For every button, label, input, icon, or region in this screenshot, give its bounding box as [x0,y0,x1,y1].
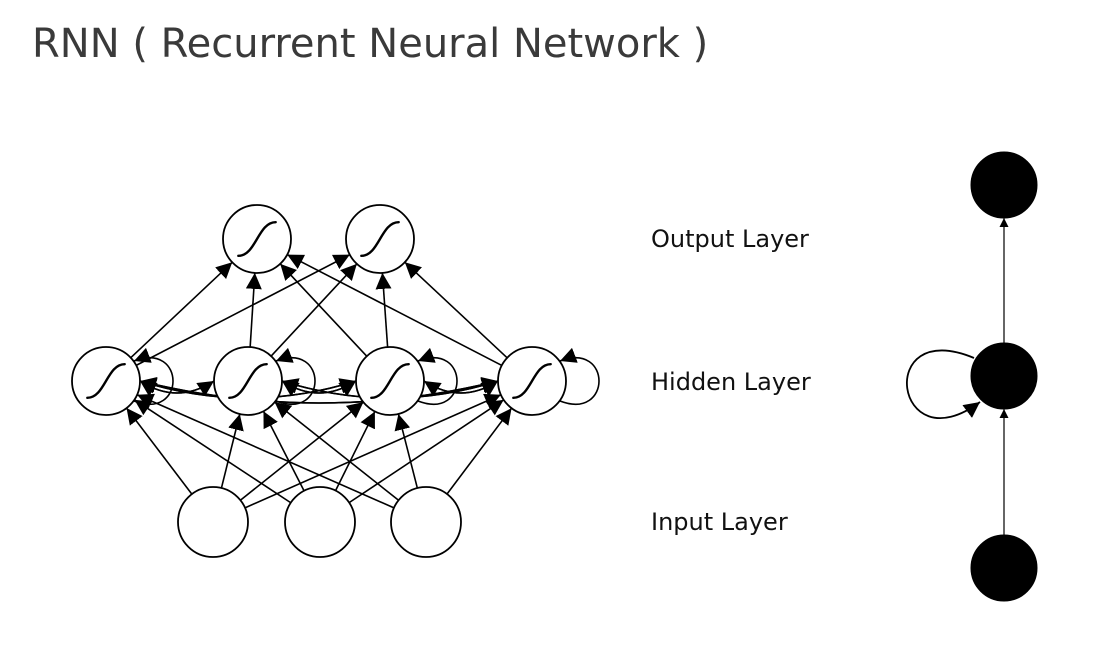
edge-recurrent-hidden-4-self-loop [559,347,600,405]
page-title: RNN ( Recurrent Neural Network ) [32,21,709,67]
hidden-node-1 [71,346,141,416]
edge-recurrent-hidden-2-self-loop [275,347,316,405]
input-node-1-circle [177,486,249,558]
output-node-1 [222,204,292,274]
input-node-3-circle [390,486,462,558]
input-node-2 [284,486,356,558]
edge-hidden-2-to-output-2 [270,263,358,357]
output-node-2 [345,204,415,274]
hidden-layer-label: Hidden Layer [651,368,811,396]
sigmoid-icon [86,362,126,400]
edge-input-3-to-hidden-4 [446,407,513,495]
sigmoid-icon [237,220,277,258]
input-node-1 [177,486,249,558]
hidden-node-4 [497,346,567,416]
edge-hidden-3-to-output-1 [279,263,368,357]
edge-input-3-to-hidden-3 [394,413,419,489]
edge-hidden-4-to-output-1 [286,253,503,367]
sigmoid-icon [512,362,552,400]
edge-input-2-to-hidden-3 [334,411,376,492]
edge-hidden-3-to-output-2 [375,272,392,348]
hidden-node-2 [213,346,283,416]
edge-recurrent-hidden-4-to-hidden-3 [423,380,499,397]
edge-input-2-to-hidden-1 [133,399,292,504]
edge-hidden-1-to-output-1 [130,261,233,359]
edge-recurrent-hidden-1-self-loop [133,347,174,405]
edge-input-1-to-hidden-1 [125,407,193,495]
compact-input-node [970,534,1038,602]
sigmoid-icon [228,362,268,400]
edge-hidden-2-to-output-1 [245,272,262,348]
output-layer-label: Output Layer [651,225,809,253]
edge-input-3-to-hidden-1 [136,393,395,509]
edge-recurrent-hidden-3-self-loop [417,347,458,405]
nodes-layer [71,204,567,558]
input-node-3 [390,486,462,558]
edge-input-1-to-hidden-4 [244,393,502,509]
input-layer-label: Input Layer [651,508,788,536]
compact-rnn [906,151,1038,602]
sigmoid-icon [370,362,410,400]
edge-input-2-to-hidden-2 [262,410,305,492]
edge-recurrent-hidden-4-to-hidden-1 [139,377,499,404]
edge-input-3-to-hidden-2 [274,401,400,501]
sigmoid-icon [360,220,400,258]
hidden-node-3 [355,346,425,416]
compact-hidden-node [970,342,1038,410]
edge-input-1-to-hidden-2 [220,413,244,489]
compact-recurrent-self-loop [906,349,981,419]
edge-input-2-to-hidden-4 [348,399,505,504]
edge-hidden-1-to-output-2 [135,253,351,367]
input-node-2-circle [284,486,356,558]
edge-hidden-4-to-output-2 [404,261,508,359]
compact-output-node [970,151,1038,219]
